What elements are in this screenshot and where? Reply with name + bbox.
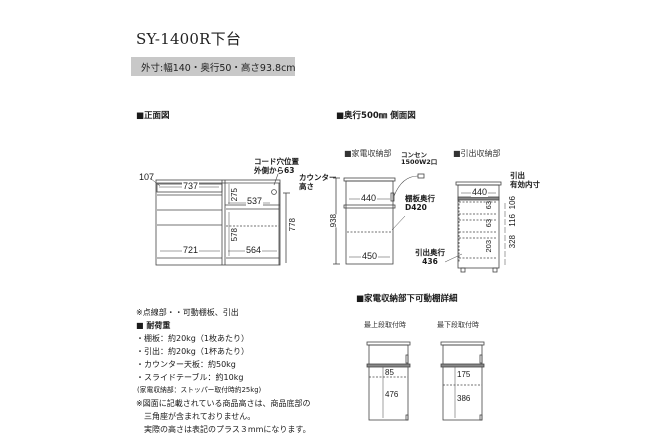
dim-total-height: 778 xyxy=(288,218,297,232)
load-item: ・スライドテーブル：約10kg xyxy=(136,373,244,382)
dim-top-lower: 476 xyxy=(385,390,399,399)
dimensions-text: 外寸:幅140・奥行50・高さ93.8cm xyxy=(141,63,296,74)
dim-drawer-h1: 106 xyxy=(508,196,517,210)
stopper-note: (家電収納部：ストッパー取付時約25kg) xyxy=(137,386,262,394)
load-list: ・棚板：約20kg（1枚あたり） ・引出：約20kg（1杯あたり） ・カウンター… xyxy=(136,332,249,384)
dim-drawer-d2: 63 xyxy=(484,219,493,228)
bottom-mount-label: 最下段取付時 xyxy=(437,321,479,329)
effective-inner-label: 引出 有効内寸 xyxy=(510,171,540,189)
dim-lower-right-height: 578 xyxy=(230,228,239,242)
dim-top-upper: 85 xyxy=(385,368,394,377)
dim-bottom-right-width: 564 xyxy=(245,245,263,255)
height-footnote: ※図面に記載されている商品高さは、商品底部の 三角座が含まれておりません。 実際… xyxy=(136,399,311,434)
dim-appliance-bottom-width: 450 xyxy=(361,251,379,261)
dim-bottom-lower: 386 xyxy=(457,394,471,403)
load-item: ・引出：約20kg（1杯あたり） xyxy=(136,347,249,356)
load-item: ・カウンター天板：約50kg xyxy=(136,360,236,369)
front-view-heading: ■正面図 xyxy=(136,111,170,121)
load-item: ・棚板：約20kg（1枚あたり） xyxy=(136,334,249,343)
side-view-heading: ■奥行500㎜ 側面図 xyxy=(336,111,416,121)
dim-appliance-inner-width: 440 xyxy=(360,193,378,203)
counter-height-label: カウンター 高さ xyxy=(299,173,337,191)
drawer-depth-label: 引出奥行 436 xyxy=(415,248,445,266)
dim-upper-right-height: 275 xyxy=(230,188,239,202)
dim-drawer-d1: 63 xyxy=(484,201,493,210)
dotted-line-note: ※点線部・・可動棚板、引出 xyxy=(136,308,239,317)
cord-hole-label: コード穴位置 外側から63 xyxy=(254,157,299,175)
dim-drawer-d3: 203 xyxy=(484,240,493,253)
drawer-heading: ■引出収納部 xyxy=(453,149,501,158)
appliance-heading: ■家電収納部 xyxy=(344,149,392,158)
dim-upper-right-width: 537 xyxy=(246,196,264,206)
shelf-detail-heading: ■家電収納部下可動棚詳細 xyxy=(356,294,458,304)
top-mount-label: 最上段取付時 xyxy=(364,321,406,329)
load-heading: ■ 耐荷重 xyxy=(136,321,171,330)
dim-bottom-upper: 175 xyxy=(457,370,471,379)
outlet-label: コンセン 1500W2口 xyxy=(401,151,438,167)
dimensions-bar: 外寸:幅140・奥行50・高さ93.8cm xyxy=(131,57,296,76)
dim-bottom-left-width: 721 xyxy=(182,245,200,255)
dim-drawer-h3: 328 xyxy=(508,235,517,249)
dim-top-drawer-width: 737 xyxy=(182,181,200,191)
product-title: SY-1400R下台 xyxy=(136,30,242,48)
dim-drawer-width: 440 xyxy=(471,187,489,197)
dim-drawer-h2: 116 xyxy=(508,214,517,227)
shelf-depth-label: 棚板奥行 D420 xyxy=(405,194,435,212)
dim-offset: 107 xyxy=(139,172,155,182)
dim-appliance-height: 938 xyxy=(329,214,338,228)
